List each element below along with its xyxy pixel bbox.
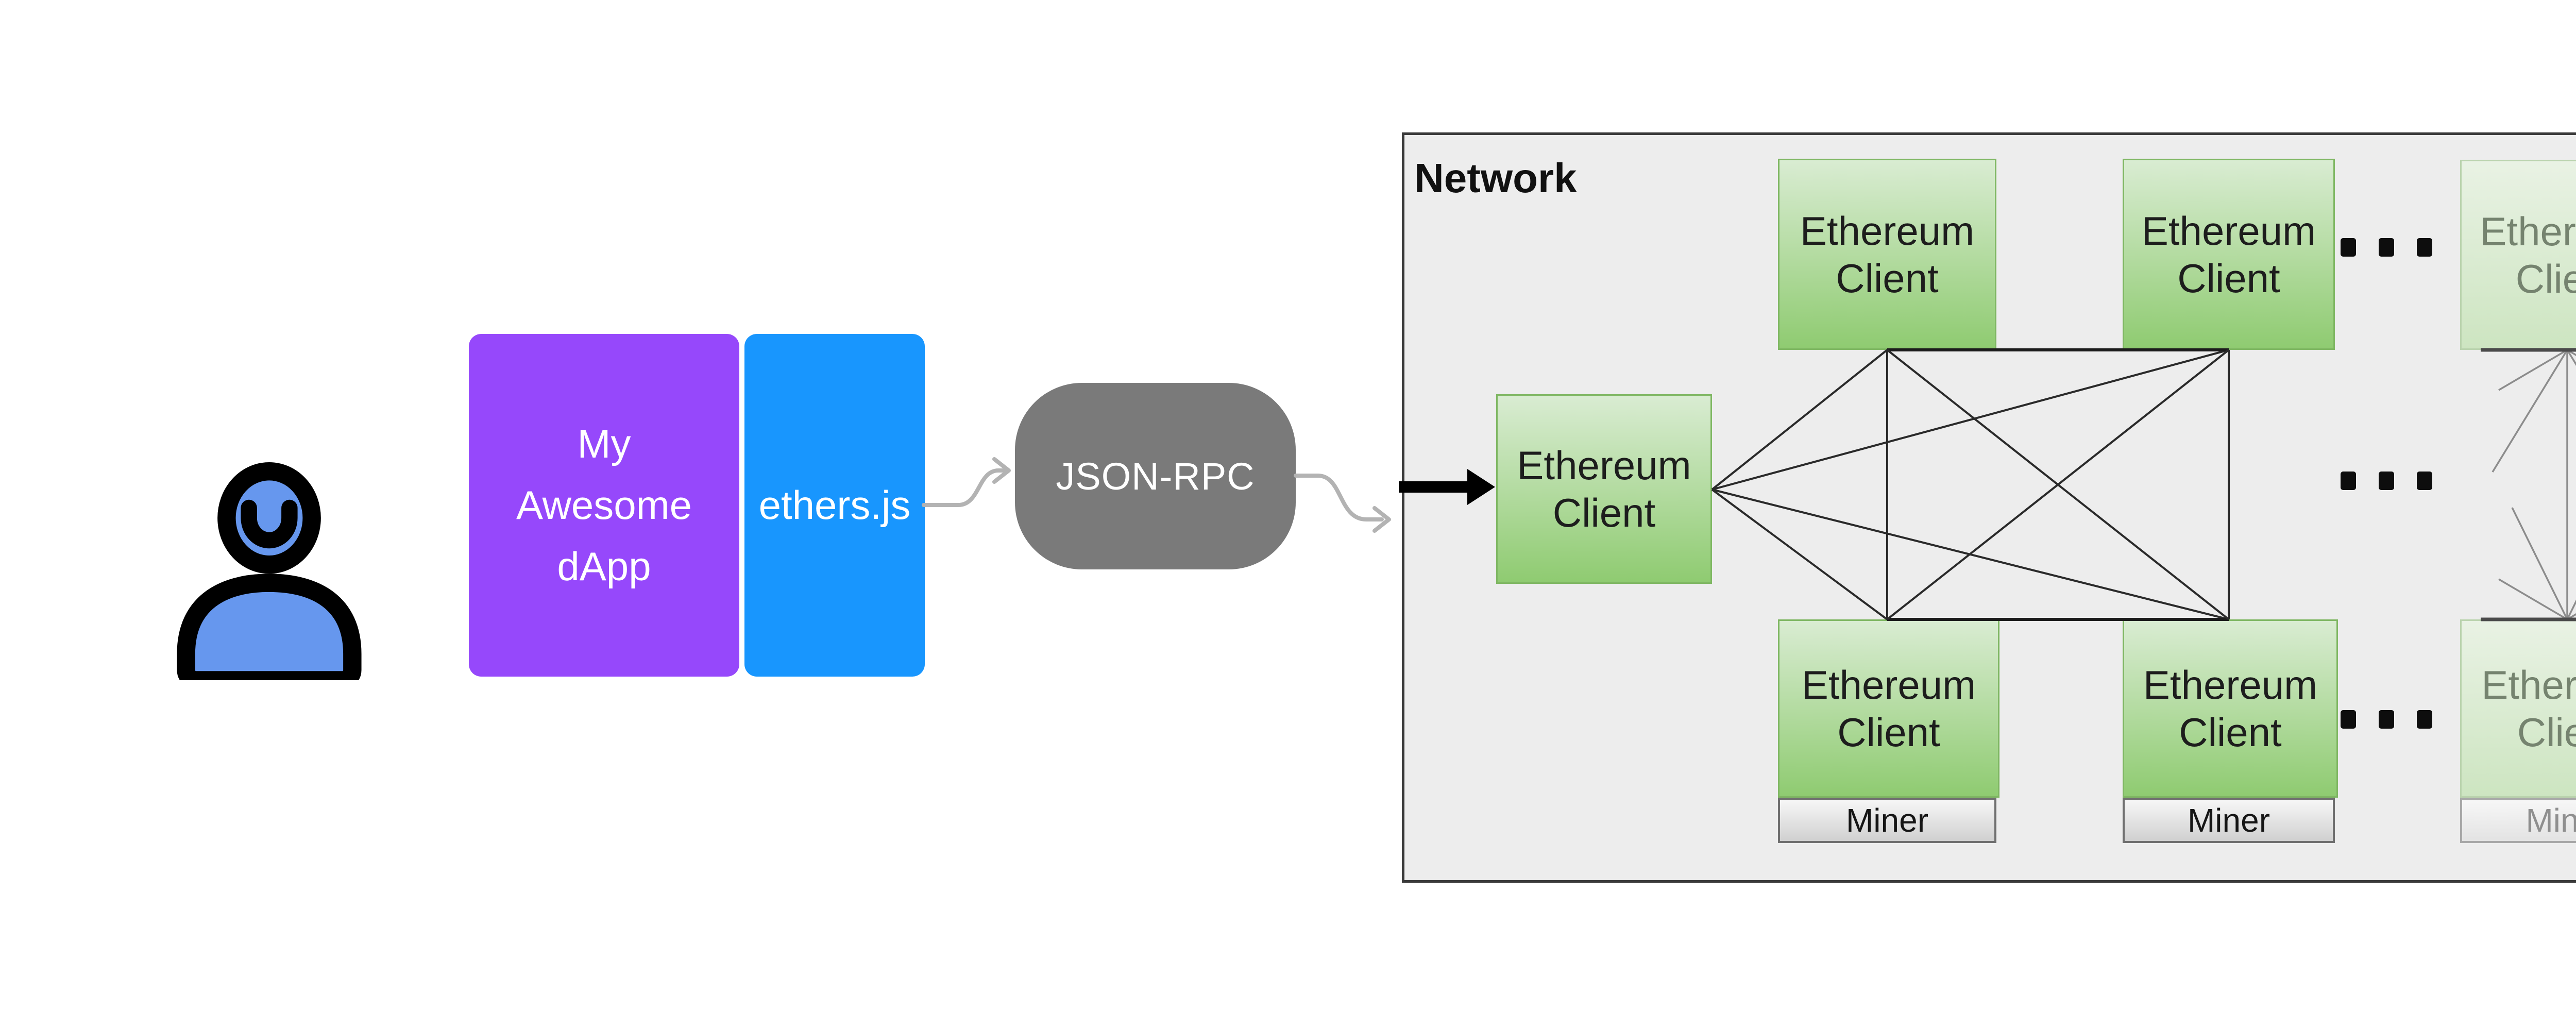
ethereum-client-box: Ethereum Client [2123, 619, 2338, 798]
json-rpc-label: JSON-RPC [1056, 454, 1255, 498]
ethers-to-rpc-arrowhead-icon [992, 457, 1011, 484]
ethereum-client-miner-bottom-2: Ethereum Client Miner [2123, 619, 2338, 843]
client-label-line2: Client [1836, 255, 1939, 301]
miner-label: Miner [2526, 802, 2576, 839]
dapp-box: My Awesome dApp [469, 334, 739, 677]
dot [2379, 472, 2394, 490]
dot [2417, 472, 2432, 490]
client-label-line2: Client [2179, 710, 2282, 755]
network-title: Network [1414, 155, 1577, 201]
dot [2379, 238, 2394, 257]
client-label-line1: Ethereum [2481, 662, 2576, 708]
ethereum-client-box: Ethereum Client [2460, 619, 2576, 798]
ellipsis-dots-middle-left [2341, 472, 2432, 490]
rpc-to-network-connector [1294, 474, 1384, 521]
dapp-line-2: Awesome [516, 482, 692, 528]
miner-box: Miner [1778, 798, 1996, 843]
ethereum-client-top-faded: Ethereum Client [2460, 160, 2576, 350]
rpc-to-network-arrowhead-icon [1372, 506, 1391, 533]
person-icon [177, 462, 362, 680]
client-label-line2: Client [2515, 256, 2576, 301]
client-label-line1: Ethereum [1517, 443, 1691, 488]
client-label-line1: Ethereum [2143, 662, 2318, 708]
client-label-line2: Client [2177, 255, 2280, 301]
client-label-line2: Client [2517, 710, 2576, 755]
dot [2417, 238, 2432, 257]
json-rpc-box: JSON-RPC [1015, 383, 1296, 569]
person-body [177, 574, 362, 680]
dot [2341, 472, 2356, 490]
ethereum-client-miner-bottom-faded: Ethereum Client Miner [2460, 619, 2576, 843]
miner-label: Miner [2187, 802, 2270, 839]
dot [2379, 710, 2394, 729]
dapp-line-1: My [577, 421, 631, 466]
ethers-to-rpc-connector [922, 468, 1006, 507]
ethereum-client-top-1: Ethereum Client [1778, 159, 1996, 350]
client-label-line1: Ethereum [1800, 208, 1975, 254]
dapp-line-3: dApp [557, 544, 651, 589]
ethers-box: ethers.js [744, 334, 925, 677]
client-label-line2: Client [1552, 490, 1656, 535]
dot [2417, 710, 2432, 729]
client-label-line1: Ethereum [2480, 208, 2576, 254]
ethereum-client-top-2: Ethereum Client [2123, 159, 2335, 350]
miner-box: Miner [2123, 798, 2335, 843]
ellipsis-dots-top-left [2341, 238, 2432, 257]
miner-label: Miner [1845, 802, 1929, 839]
ellipsis-dots-bottom-left [2341, 710, 2432, 729]
ethereum-client-miner-bottom-1: Ethereum Client Miner [1778, 619, 1999, 843]
ethereum-client-entry: Ethereum Client [1496, 394, 1712, 584]
ethereum-client-box: Ethereum Client [1778, 619, 1999, 798]
client-label-line1: Ethereum [2141, 208, 2316, 254]
dot [2341, 238, 2356, 257]
client-label-line2: Client [1837, 710, 1940, 755]
person-head [217, 462, 321, 574]
person-smile [241, 499, 298, 549]
dot [2341, 710, 2356, 729]
ethers-label: ethers.js [758, 482, 911, 528]
miner-box: Miner [2460, 798, 2576, 843]
client-label-line1: Ethereum [1801, 662, 1976, 708]
